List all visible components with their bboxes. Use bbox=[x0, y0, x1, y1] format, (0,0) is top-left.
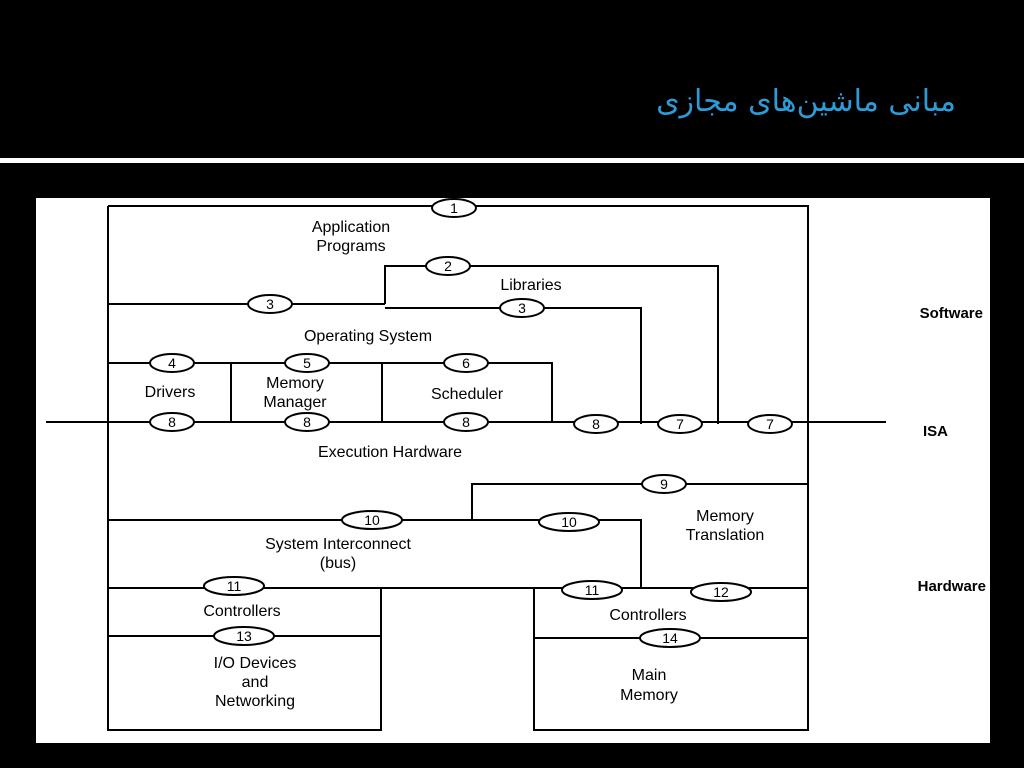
memory-manager-label-line2: Manager bbox=[263, 394, 327, 411]
title-divider bbox=[0, 158, 1024, 163]
libraries-label: Libraries bbox=[500, 277, 561, 294]
io-devices-label: I/O Devices bbox=[214, 655, 297, 672]
interface-10-bus: 10 bbox=[341, 510, 403, 530]
system-interconnect-label-line2: (bus) bbox=[320, 555, 356, 572]
io-devices-label-line3: Networking bbox=[215, 693, 295, 710]
interface-14: 14 bbox=[639, 628, 701, 648]
component-labels: Application Programs Libraries Operating… bbox=[145, 219, 765, 710]
computer-system-layers-diagram: 1 2 3 3 4 5 6 bbox=[46, 198, 986, 731]
svg-text:11: 11 bbox=[227, 578, 242, 594]
slide-title: مبانی ماشین‌های مجازی bbox=[656, 84, 956, 119]
interface-1: 1 bbox=[431, 198, 477, 218]
memory-manager-label: Memory bbox=[266, 375, 324, 392]
svg-text:8: 8 bbox=[168, 414, 176, 430]
os-components-top bbox=[108, 362, 553, 422]
interface-8-memory-manager: 8 bbox=[284, 412, 330, 432]
svg-text:3: 3 bbox=[518, 300, 526, 316]
svg-text:13: 13 bbox=[236, 628, 252, 644]
scheduler-label: Scheduler bbox=[431, 386, 504, 403]
svg-text:3: 3 bbox=[266, 296, 274, 312]
io-devices-label-line2: and bbox=[242, 674, 269, 691]
svg-text:2: 2 bbox=[444, 258, 452, 274]
diagram-panel: 1 2 3 3 4 5 6 bbox=[36, 198, 990, 743]
interface-8-drivers: 8 bbox=[149, 412, 195, 432]
interface-7-libraries: 7 bbox=[657, 414, 703, 434]
interface-7-applications: 7 bbox=[747, 414, 793, 434]
svg-text:1: 1 bbox=[450, 200, 458, 216]
svg-text:8: 8 bbox=[462, 414, 470, 430]
interface-9: 9 bbox=[641, 474, 687, 494]
svg-text:10: 10 bbox=[364, 512, 380, 528]
operating-system-label: Operating System bbox=[304, 328, 432, 345]
system-interconnect-label: System Interconnect bbox=[265, 536, 411, 553]
interface-5: 5 bbox=[284, 353, 330, 373]
drivers-label: Drivers bbox=[145, 384, 196, 401]
interface-10-translation: 10 bbox=[538, 512, 600, 532]
svg-text:10: 10 bbox=[561, 514, 577, 530]
side-labels: Software ISA Hardware bbox=[918, 305, 986, 595]
memory-translation-label: Memory bbox=[696, 508, 754, 525]
interface-6: 6 bbox=[443, 353, 489, 373]
svg-text:11: 11 bbox=[585, 582, 600, 598]
svg-text:6: 6 bbox=[462, 355, 470, 371]
interface-2: 2 bbox=[425, 256, 471, 276]
controllers-right-label: Controllers bbox=[609, 607, 686, 624]
memory-translation-label-line2: Translation bbox=[686, 527, 765, 544]
interface-11-memory: 11 bbox=[561, 580, 623, 600]
system-interconnect-frame bbox=[108, 519, 642, 588]
svg-text:5: 5 bbox=[303, 355, 311, 371]
interface-3-os: 3 bbox=[247, 294, 293, 314]
outer-frame-left bbox=[107, 206, 382, 731]
svg-text:8: 8 bbox=[303, 414, 311, 430]
software-label: Software bbox=[920, 305, 983, 322]
application-programs-label: Application bbox=[312, 219, 390, 236]
interface-8-scheduler: 8 bbox=[443, 412, 489, 432]
svg-text:7: 7 bbox=[766, 416, 774, 432]
execution-hardware-label: Execution Hardware bbox=[318, 444, 462, 461]
main-memory-label: Main bbox=[632, 667, 667, 684]
hardware-label: Hardware bbox=[918, 578, 986, 595]
memory-translation-frame bbox=[471, 483, 808, 520]
svg-text:7: 7 bbox=[676, 416, 684, 432]
interface-markers: 1 2 3 3 4 5 6 bbox=[149, 198, 793, 648]
main-memory-frame bbox=[533, 588, 809, 731]
svg-text:14: 14 bbox=[662, 630, 678, 646]
diagram-lines bbox=[46, 205, 886, 731]
svg-text:4: 4 bbox=[168, 355, 176, 371]
interface-8-os: 8 bbox=[573, 414, 619, 434]
interface-13: 13 bbox=[213, 626, 275, 646]
interface-12: 12 bbox=[690, 582, 752, 602]
svg-text:12: 12 bbox=[713, 584, 729, 600]
libraries-frame bbox=[384, 265, 719, 424]
interface-11-io: 11 bbox=[203, 576, 265, 596]
os-boundary-right bbox=[385, 307, 642, 424]
isa-label: ISA bbox=[923, 423, 948, 440]
interface-3-libraries: 3 bbox=[499, 298, 545, 318]
svg-text:9: 9 bbox=[660, 476, 668, 492]
svg-text:8: 8 bbox=[592, 416, 600, 432]
controllers-left-label: Controllers bbox=[203, 603, 280, 620]
application-programs-label-line2: Programs bbox=[316, 238, 385, 255]
outer-frame-top bbox=[108, 205, 809, 593]
interface-4: 4 bbox=[149, 353, 195, 373]
main-memory-label-line2: Memory bbox=[620, 687, 678, 704]
